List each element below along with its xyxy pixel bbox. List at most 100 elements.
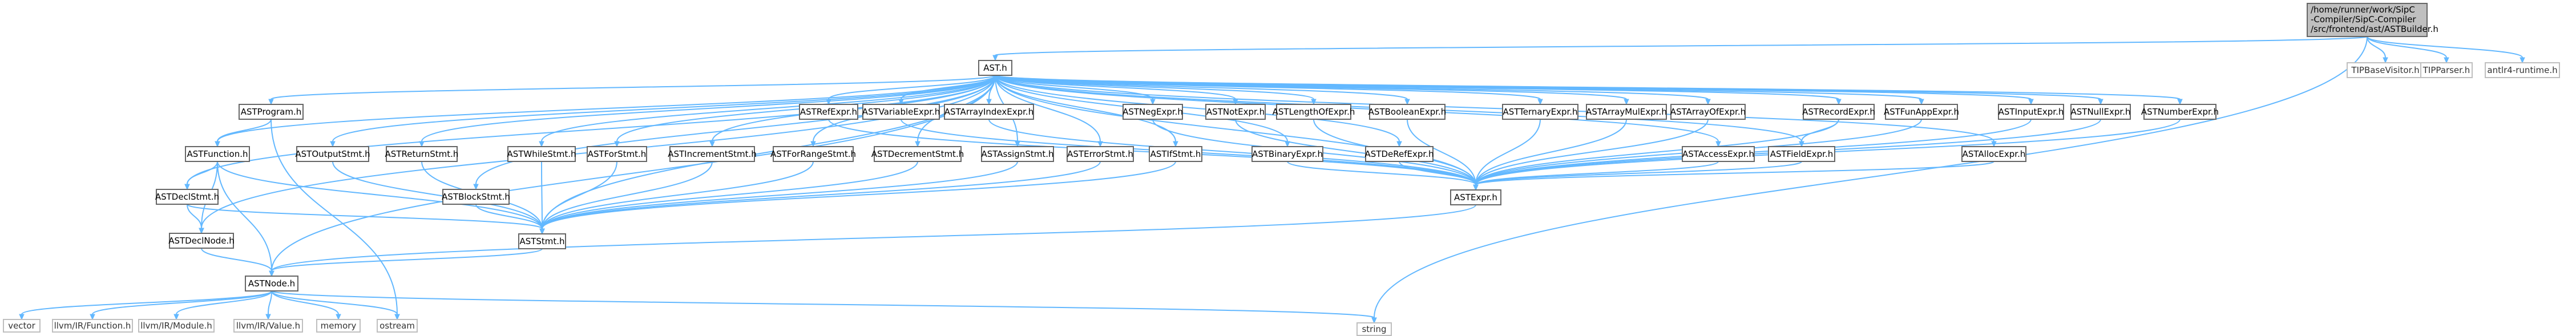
root-label-line: -Compiler/SipC-Compiler <box>2311 14 2416 25</box>
node-ast-not-expr[interactable]: ASTNotExpr.h <box>1205 104 1266 120</box>
edge-root-to-tip_parser <box>2367 36 2449 64</box>
node-ast-number-expr[interactable]: ASTNumberExpr.h <box>2141 104 2219 120</box>
node-ast-deref-expr[interactable]: ASTDeRefExpr.h <box>1365 146 1434 162</box>
node-ast-function[interactable]: ASTFunction.h <box>185 146 250 162</box>
node-label: ASTIncrementStmt.h <box>668 149 757 159</box>
edge-ast-to-ast_number_expr <box>995 75 2183 106</box>
node-memory[interactable]: memory <box>316 319 361 333</box>
node-ast-access-expr[interactable]: ASTAccessExpr.h <box>1682 146 1755 162</box>
node-ast-array-index-expr[interactable]: ASTArrayIndexExpr.h <box>944 104 1034 120</box>
edge-ast-to-ast_access_expr <box>995 75 1721 148</box>
node-label: TIPParser.h <box>2422 65 2470 75</box>
edge-ast_function-to-ast_node <box>217 161 274 277</box>
edge-ast-to-ast_expr <box>995 75 1479 191</box>
edge-ast_node-to-llvm_module <box>173 290 272 321</box>
node-ast-block-stmt[interactable]: ASTBlockStmt.h <box>442 189 510 205</box>
node-ast-increment-stmt[interactable]: ASTIncrementStmt.h <box>668 146 757 162</box>
edge-ast-to-ast_output_stmt <box>330 75 996 148</box>
node-label: ASTForStmt.h <box>588 149 647 159</box>
node-ast-array-of-expr[interactable]: ASTArrayOfExpr.h <box>1670 104 1746 120</box>
node-label: llvm/IR/Value.h <box>236 321 300 331</box>
node-label: ASTExpr.h <box>1454 192 1497 203</box>
node-label: ASTOutputStmt.h <box>295 149 370 159</box>
node-label: vector <box>8 321 35 331</box>
node-label: ASTProgram.h <box>241 107 302 117</box>
node-ast-null-expr[interactable]: ASTNullExpr.h <box>2070 104 2131 120</box>
node-llvm-module[interactable]: llvm/IR/Module.h <box>138 319 215 333</box>
node-label: ASTBooleanExpr.h <box>1368 107 1447 117</box>
node-vector[interactable]: vector <box>3 319 41 333</box>
node-ast-input-expr[interactable]: ASTInputExpr.h <box>1998 104 2064 120</box>
node-llvm-value[interactable]: llvm/IR/Value.h <box>233 319 303 333</box>
node-ast-record-expr[interactable]: ASTRecordExpr.h <box>1802 104 1875 120</box>
node-ast-length-of-expr[interactable]: ASTLengthOfExpr.h <box>1273 104 1355 120</box>
node-label: ASTNegExpr.h <box>1123 107 1183 117</box>
node-ast-decrement-stmt[interactable]: ASTDecrementStmt.h <box>871 146 964 162</box>
node-string[interactable]: string <box>1356 322 1392 336</box>
edge-root-to-ast <box>992 36 2368 62</box>
node-label: ASTTernaryExpr.h <box>1503 107 1577 117</box>
node-llvm-function[interactable]: llvm/IR/Function.h <box>52 319 133 333</box>
node-ast-neg-expr[interactable]: ASTNegExpr.h <box>1123 104 1183 120</box>
node-label: ASTArrayMulExpr.h <box>1586 107 1667 117</box>
edge-ast_node-to-llvm_value <box>265 290 272 321</box>
node-ast[interactable]: AST.h <box>978 60 1012 76</box>
node-label: ASTDeRefExpr.h <box>1365 149 1434 159</box>
node-ast-fun-app-expr[interactable]: ASTFunAppExpr.h <box>1884 104 1959 120</box>
node-label: AST.h <box>983 63 1007 73</box>
node-label: memory <box>321 321 357 331</box>
node-ast-variable-expr[interactable]: ASTVariableExpr.h <box>862 104 940 120</box>
node-label: ASTNotExpr.h <box>1206 107 1265 117</box>
node-ast-while-stmt[interactable]: ASTWhileStmt.h <box>507 146 576 162</box>
edge-ast_function-to-ast_decl_stmt <box>184 161 218 191</box>
node-ostream[interactable]: ostream <box>377 319 418 333</box>
node-ast-alloc-expr[interactable]: ASTAllocExpr.h <box>1961 146 2026 162</box>
node-tip-base-visitor[interactable]: TIPBaseVisitor.h <box>2347 62 2424 78</box>
node-ast-boolean-expr[interactable]: ASTBooleanExpr.h <box>1368 104 1447 120</box>
node-ast-if-stmt[interactable]: ASTIfStmt.h <box>1149 146 1202 162</box>
node-label: ASTNullExpr.h <box>2071 107 2131 117</box>
root-label-line: /home/runner/work/SipC <box>2311 5 2415 15</box>
node-ast-decl-stmt[interactable]: ASTDeclStmt.h <box>155 189 219 205</box>
edge-ast_decl_node-to-ast_node <box>201 248 274 277</box>
edge-ast_node-to-llvm_function <box>90 290 272 321</box>
node-ast-array-mul-expr[interactable]: ASTArrayMulExpr.h <box>1586 104 1667 120</box>
node-ast-error-stmt[interactable]: ASTErrorStmt.h <box>1067 146 1134 162</box>
node-label: ASTStmt.h <box>519 236 564 246</box>
dependency-edges <box>19 36 2525 324</box>
node-ast-return-stmt[interactable]: ASTReturnStmt.h <box>385 146 459 162</box>
node-label: ASTAllocExpr.h <box>1963 149 2026 159</box>
node-ast-for-stmt[interactable]: ASTForStmt.h <box>587 146 647 162</box>
node-ast-binary-expr[interactable]: ASTBinaryExpr.h <box>1251 146 1323 162</box>
node-label: ASTErrorStmt.h <box>1067 149 1133 159</box>
node-ast-output-stmt[interactable]: ASTOutputStmt.h <box>295 146 370 162</box>
node-ast-decl-node[interactable]: ASTDeclNode.h <box>168 233 235 249</box>
node-label: antlr4-runtime.h <box>2487 65 2557 75</box>
node-ast-program[interactable]: ASTProgram.h <box>239 104 304 120</box>
node-ast-field-expr[interactable]: ASTFieldExpr.h <box>1768 146 1835 162</box>
node-antlr4[interactable]: antlr4-runtime.h <box>2485 62 2560 78</box>
node-label: ASTNumberExpr.h <box>2141 107 2219 117</box>
edge-ast_node-to-ostream <box>271 290 400 321</box>
node-label: ASTDeclStmt.h <box>155 192 219 202</box>
node-tip-parser[interactable]: TIPParser.h <box>2420 62 2473 78</box>
node-label: ASTFunction.h <box>187 149 248 159</box>
node-label: ASTArrayOfExpr.h <box>1670 107 1746 117</box>
node-ast-assign-stmt[interactable]: ASTAssignStmt.h <box>981 146 1054 162</box>
node-ast-ternary-expr[interactable]: ASTTernaryExpr.h <box>1502 104 1578 120</box>
edge-ast-to-ast_block_stmt <box>473 75 996 191</box>
node-label: ASTDecrementStmt.h <box>871 149 964 159</box>
node-label: ASTRecordExpr.h <box>1802 107 1875 117</box>
node-label: TIPBaseVisitor.h <box>2351 65 2419 75</box>
node-label: ASTNode.h <box>248 278 295 289</box>
node-label: ASTIfStmt.h <box>1150 149 1201 159</box>
node-label: llvm/IR/Function.h <box>54 321 131 331</box>
node-ast-node[interactable]: ASTNode.h <box>245 276 298 292</box>
node-ast-for-range-stmt[interactable]: ASTForRangeStmt.h <box>770 146 856 162</box>
node-ast-expr[interactable]: ASTExpr.h <box>1450 189 1501 205</box>
node-root[interactable]: /home/runner/work/SipC-Compiler/SipC-Com… <box>2307 3 2438 37</box>
node-label: ASTInputExpr.h <box>1998 107 2064 117</box>
node-ast-stmt[interactable]: ASTStmt.h <box>518 233 566 249</box>
node-ast-ref-expr[interactable]: ASTRefExpr.h <box>799 104 858 120</box>
